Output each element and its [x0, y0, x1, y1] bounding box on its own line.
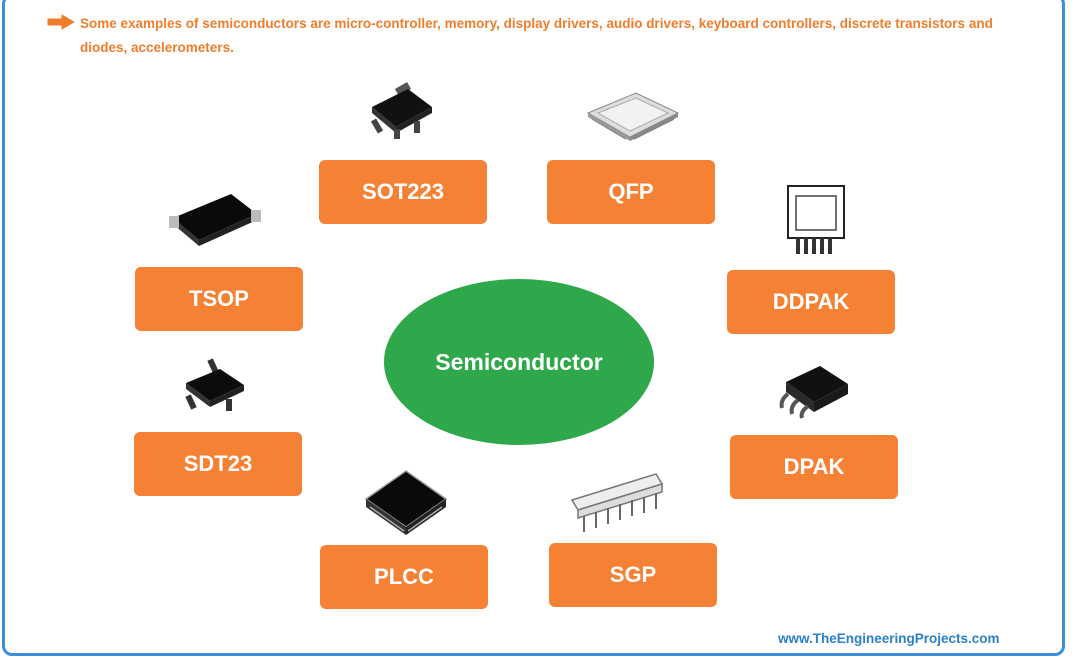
semiconductor-ellipse: Semiconductor: [384, 279, 654, 445]
tsop-chip-image: [169, 194, 261, 246]
sdt23-chip-image: [185, 358, 244, 411]
qfp-box: QFP: [547, 160, 715, 224]
sgp-box: SGP: [549, 543, 717, 607]
sot223-box: SOT223: [319, 160, 487, 224]
plcc-box: PLCC: [320, 545, 488, 609]
ddpak-chip-image: [787, 185, 845, 254]
tsop-box: TSOP: [135, 267, 303, 331]
dpak-chip-image: [779, 366, 848, 419]
intro-text: Some examples of semiconductors are micr…: [80, 16, 993, 55]
ddpak-box: DDPAK: [727, 270, 895, 334]
sgp-chip-image: [570, 473, 664, 532]
dpak-box: DPAK: [730, 435, 898, 499]
sdt23-box: SDT23: [134, 432, 302, 496]
sot223-chip-image: [370, 82, 432, 139]
qfp-chip-image: [586, 92, 680, 141]
center-label: Semiconductor: [435, 348, 603, 375]
plcc-chip-image: [364, 470, 448, 535]
arrow-right-icon: [47, 14, 75, 30]
website-link[interactable]: www.TheEngineeringProjects.com: [778, 631, 1000, 646]
